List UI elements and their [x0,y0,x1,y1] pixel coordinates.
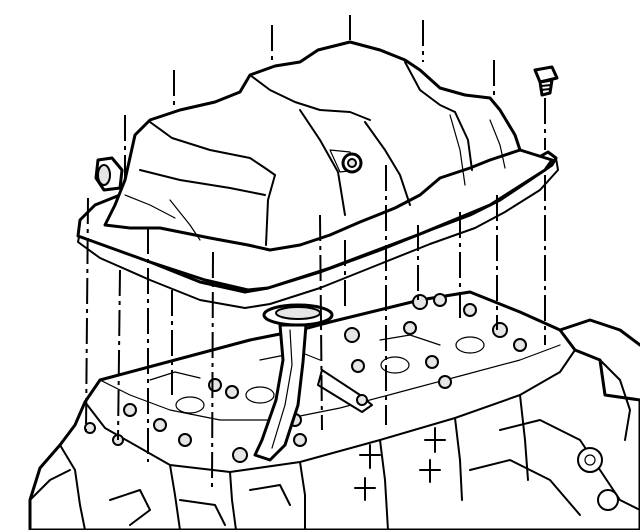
drain-plug [341,152,363,174]
oil-pan-bolt [533,65,559,97]
oil-pump-pickup-tube [253,303,373,462]
block-bolt-bosses [84,293,527,463]
engine-block [28,290,640,530]
bearing-cap-crosses [354,427,446,501]
alignment-lines [85,15,546,491]
oil-pan-outlet [94,156,124,192]
oil-pan [76,40,554,292]
